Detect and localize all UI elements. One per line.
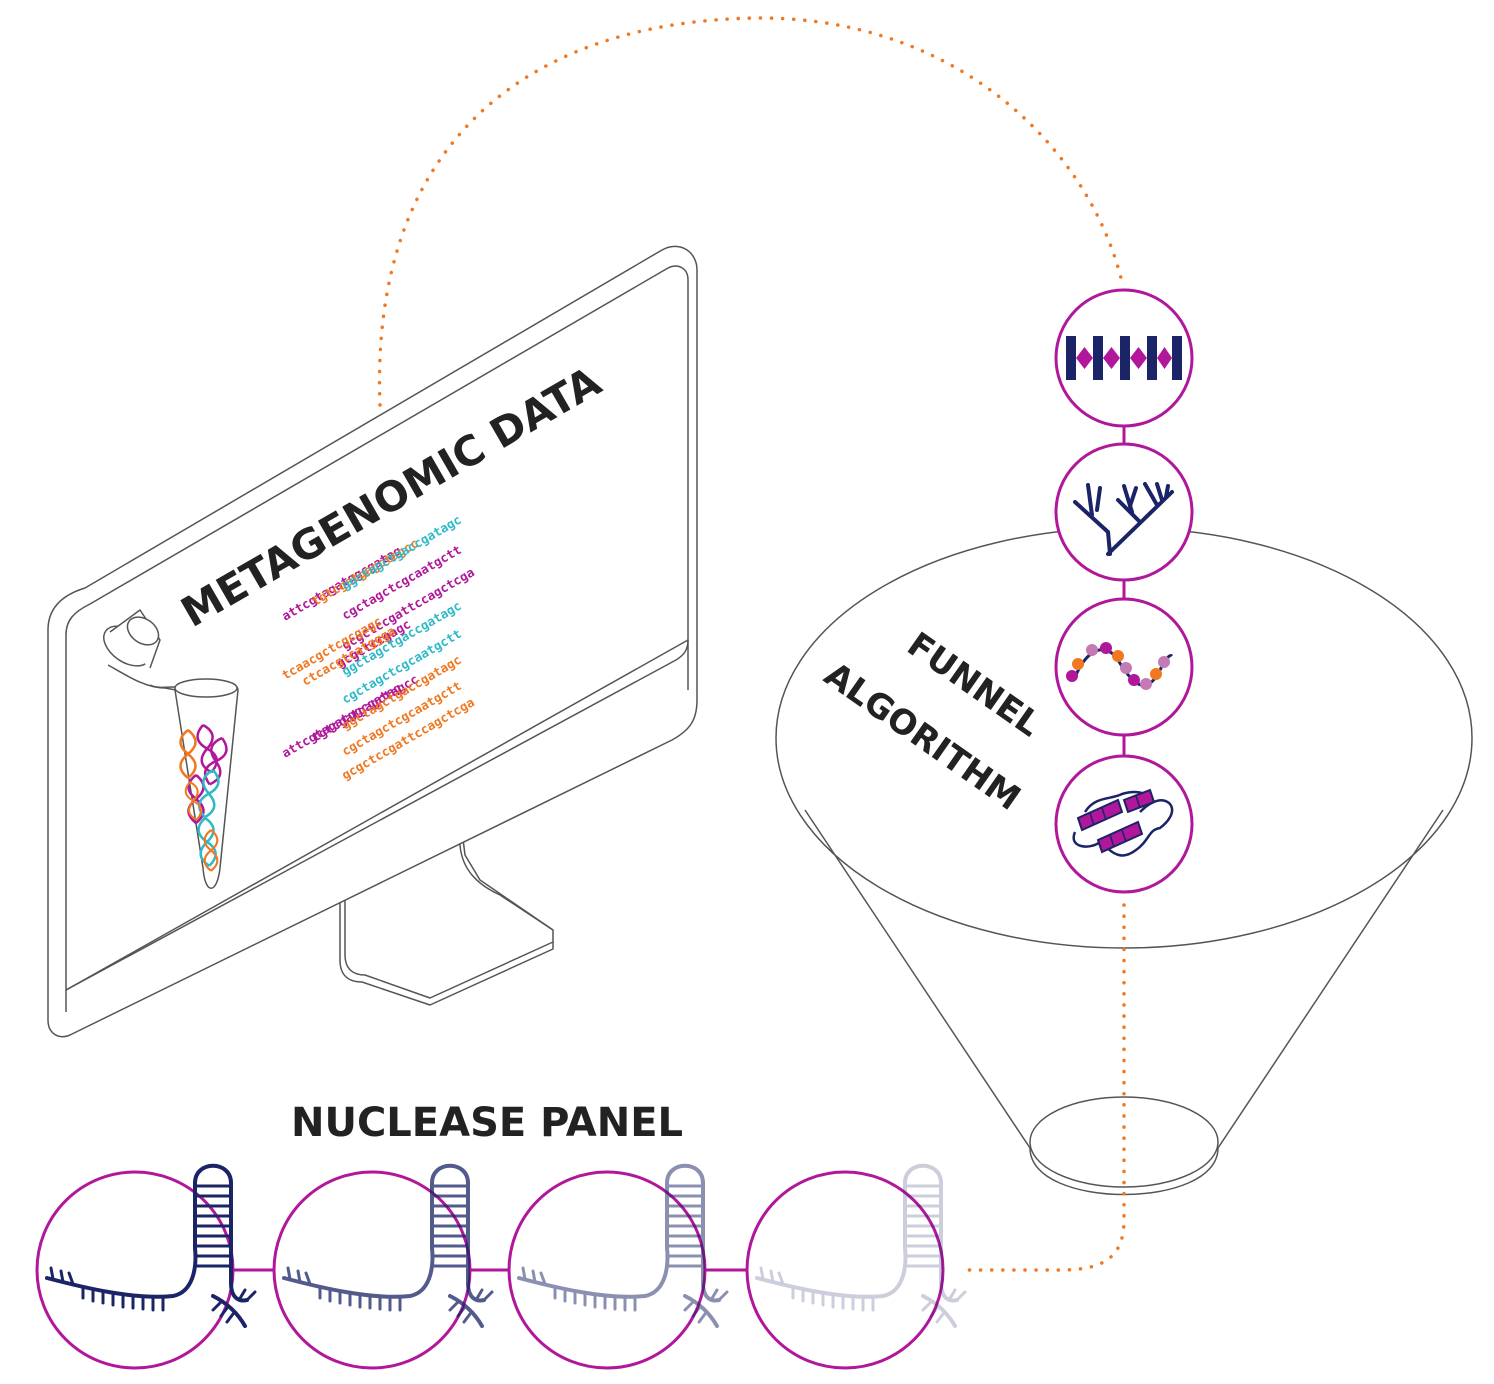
repeat-array-icon bbox=[1066, 336, 1182, 380]
protein-circle bbox=[1054, 754, 1194, 894]
nuclease-panel bbox=[35, 1163, 967, 1370]
test-tube-icon bbox=[103, 609, 239, 889]
protein-structure-icon bbox=[1072, 788, 1174, 857]
nuclease-circle-1 bbox=[35, 1170, 235, 1370]
sequence-beads-icon bbox=[1066, 642, 1174, 690]
sequence-list: attcgtagatggcgatagtgtcgatgagctagccggctag… bbox=[279, 512, 477, 783]
nuclease-panel-title: NUCLEASE PANEL bbox=[291, 1100, 683, 1146]
icon-column bbox=[1054, 288, 1194, 894]
nuclease-circle-3 bbox=[507, 1170, 707, 1370]
phylogenetic-tree-icon bbox=[1073, 482, 1174, 556]
nuclease-circle-2 bbox=[272, 1170, 472, 1370]
phylo-tree-circle bbox=[1054, 442, 1194, 582]
dotted-connector-arc bbox=[377, 16, 1124, 407]
dotted-connector-funnel-panel bbox=[960, 903, 1126, 1272]
nuclease-circle-4 bbox=[745, 1170, 945, 1370]
